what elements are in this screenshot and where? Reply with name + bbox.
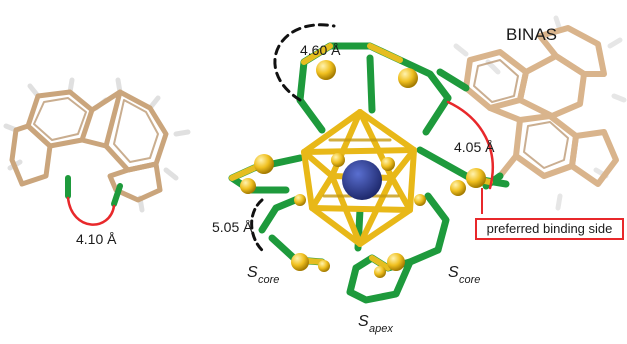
binas-ring-bonds [463,25,619,187]
core-gold-bonds [301,109,417,247]
left-distance-label: 4.10 Å [76,231,117,247]
gold-atoms [240,60,486,278]
central-atom [342,160,382,200]
svg-text:S: S [448,264,459,281]
gold-cluster [228,23,510,304]
right-distance-label: 4.05 Å [454,139,495,155]
side-distance-label: 5.05 Å [212,219,253,235]
right-distance-arc [446,100,494,190]
binas-label: BINAS [506,25,557,44]
svg-text:core: core [459,274,480,286]
svg-text:apex: apex [369,323,393,335]
side-distance-dashed-arc [250,198,266,254]
binas-molecule [436,15,627,211]
top-distance-label: 4.60 Å [300,42,341,58]
top-distance-dashed-arc [273,23,336,102]
svg-text:core: core [258,274,279,286]
s-apex-label: S apex [358,313,393,335]
svg-text:S: S [358,313,369,330]
left-ring-bonds [9,89,169,203]
left-binaphthyl-molecule [3,77,191,226]
s-core-right-label: S core [448,264,480,286]
preferred-binding-side-callout: preferred binding side [475,218,624,240]
left-distance-arc [66,196,116,226]
svg-text:S: S [247,264,258,281]
s-core-left-label: S core [247,264,279,286]
left-sulfur-bonds [65,175,123,207]
